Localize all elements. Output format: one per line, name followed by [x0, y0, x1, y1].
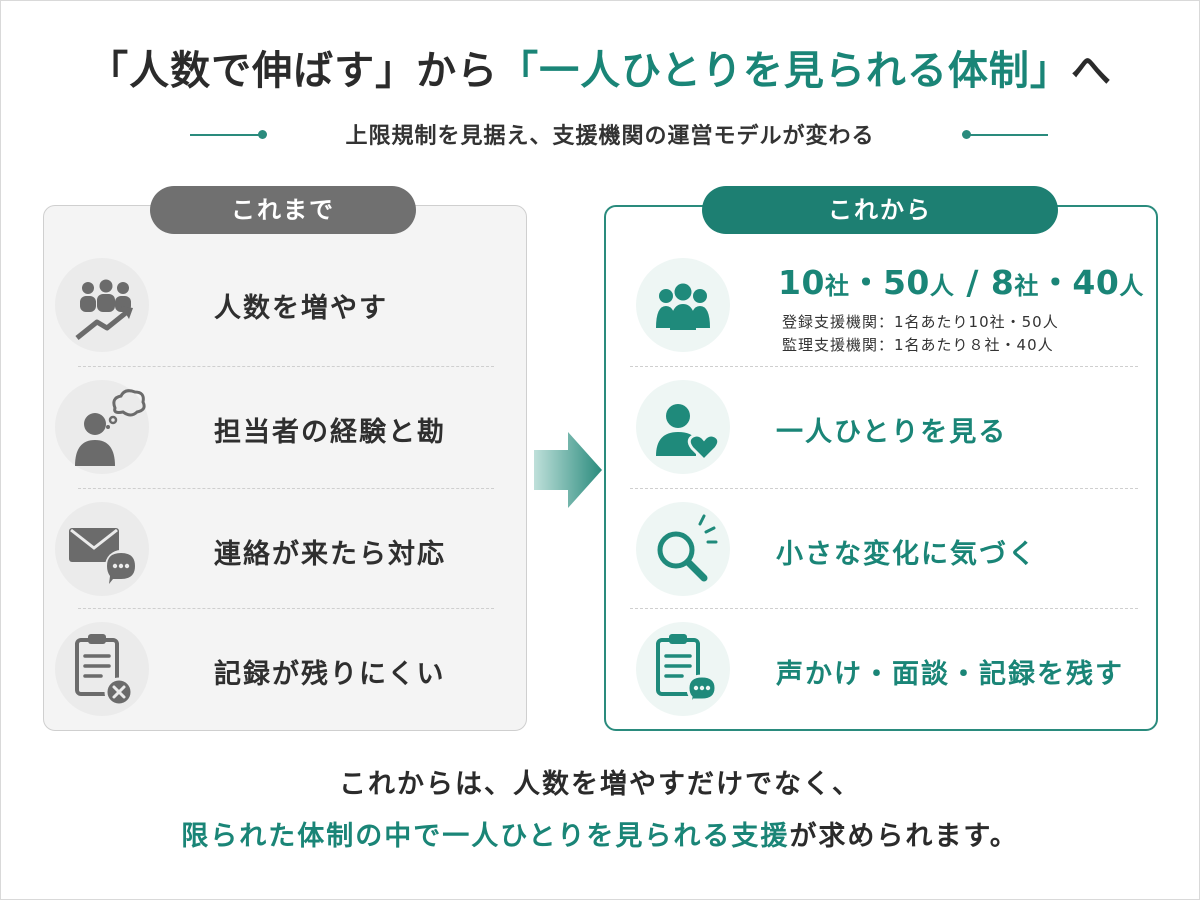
conclusion-line-1: これからは、人数を増やすだけでなく、	[339, 769, 861, 800]
before-item-1: 人数を増やす	[0, 246, 527, 366]
people-group-icon-bg	[636, 258, 730, 352]
subtitle-left-line	[190, 134, 260, 136]
conclusion-line-2: 限られた体制の中で一人ひとりを見られる支援が求められます。	[0, 814, 1200, 853]
person-heart-icon-bg	[636, 380, 730, 474]
clipboard-x-icon-bg	[55, 622, 149, 716]
after-item-1: 一人ひとりを見る	[0, 368, 1160, 488]
page-title: 「人数で伸ばす」から「一人ひとりを見られる体制」へ	[0, 38, 1200, 96]
subtitle-left-dot	[258, 130, 267, 139]
before-item-3: 連絡が来たら対応	[0, 490, 527, 610]
after-item-label: 声かけ・面談・記録を残す	[776, 659, 1124, 690]
limit-slash: /	[954, 263, 991, 302]
after-heading: これから	[702, 186, 1058, 234]
before-divider	[78, 366, 494, 367]
before-item-4: 記録が残りにくい	[0, 610, 527, 730]
before-divider	[78, 608, 494, 609]
subtitle-right-line	[970, 134, 1048, 136]
clipboard-chat-icon-bg	[636, 622, 730, 716]
before-item-label: 人数を増やす	[214, 293, 388, 324]
after-item-label: 小さな変化に気づく	[776, 539, 1037, 570]
limit-unit: 社	[1014, 272, 1039, 300]
clipboard-x-icon	[75, 634, 134, 707]
limit-unit: 社	[824, 272, 850, 300]
limit-people-1: 50	[882, 263, 930, 302]
title-part-2: 「一人ひとりを見られる体制」	[498, 48, 1071, 94]
person-heart-icon	[656, 404, 721, 463]
after-divider	[630, 608, 1138, 609]
after-divider	[630, 488, 1138, 489]
mail-chat-icon	[69, 528, 137, 584]
before-item-2: 担当者の経験と勘	[0, 368, 527, 488]
people-growth-icon-bg	[55, 258, 149, 352]
title-part-3: へ	[1070, 48, 1112, 94]
person-thinking-icon-bg	[55, 380, 149, 474]
limit-people-2: 40	[1072, 263, 1120, 302]
after-item-limits	[0, 246, 1160, 366]
before-item-label: 連絡が来たら対応	[214, 539, 446, 570]
limit-unit: 人	[1119, 272, 1144, 300]
limit-sep: ・	[849, 263, 883, 302]
clipboard-chat-icon	[656, 634, 718, 707]
limit-sep: ・	[1038, 263, 1073, 302]
mail-chat-icon-bg	[55, 502, 149, 596]
people-group-icon	[656, 283, 710, 330]
people-growth-icon	[75, 279, 133, 340]
before-divider	[78, 488, 494, 489]
after-item-3: 声かけ・面談・記録を残す	[0, 610, 1160, 730]
person-thinking-icon	[75, 389, 146, 466]
before-heading: これまで	[150, 186, 416, 234]
limit-companies-2: 8	[990, 263, 1015, 302]
subtitle-right-dot	[962, 130, 971, 139]
note-supervision: 監理支援機関：1名あたり８社・40人	[782, 336, 1054, 354]
conclusion-tail: が求められます。	[789, 821, 1019, 852]
magnifier-icon	[657, 514, 718, 582]
limit-companies-1: 10	[778, 263, 825, 302]
subtitle-text: 上限規制を見据え、支援機関の運営モデルが変わる	[345, 124, 875, 149]
before-item-label: 記録が残りにくい	[214, 659, 446, 690]
arrow-right-icon	[534, 432, 602, 508]
conclusion-highlight: 限られた体制の中で一人ひとりを見られる支援	[181, 821, 790, 852]
title-part-1: 「人数で伸ばす」から	[88, 48, 499, 94]
limit-unit: 人	[929, 272, 955, 300]
limits-figure: 10社・50人 / 8社・40人	[778, 256, 1144, 304]
after-item-2: 小さな変化に気づく	[0, 490, 1160, 610]
magnifier-icon-bg	[636, 502, 730, 596]
before-item-label: 担当者の経験と勘	[214, 417, 446, 448]
after-item-label: 一人ひとりを見る	[776, 417, 1008, 448]
subtitle-row: 上限規制を見据え、支援機関の運営モデルが変わる	[0, 118, 1200, 154]
note-registration: 登録支援機関：1名あたり10社・50人	[782, 313, 1059, 331]
after-divider	[630, 366, 1138, 367]
